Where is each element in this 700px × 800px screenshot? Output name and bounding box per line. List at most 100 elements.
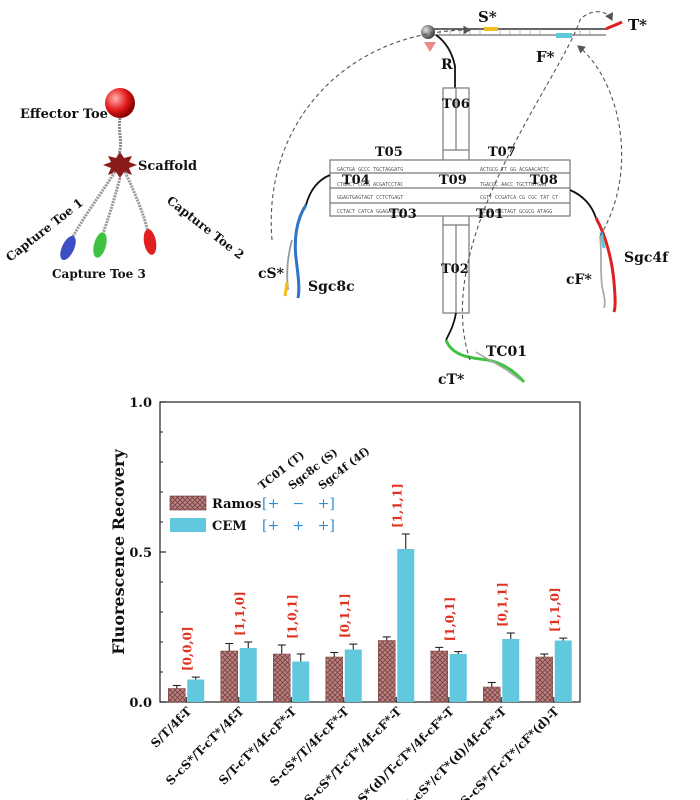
capture-toe-2 [143, 229, 157, 255]
capture-arm-1 [70, 171, 117, 239]
bar-cem [449, 654, 467, 702]
capture-arm-2 [123, 171, 150, 233]
dna-structure: S* T* R F* GACTGA GCCC TGCTAGGATG CTGACT… [258, 8, 669, 388]
y-tick-label: 0.5 [129, 546, 152, 561]
scaffold-label: Scaffold [138, 159, 197, 174]
t07-label: T07 [488, 145, 516, 160]
bar-combination-label: [1,0,1] [443, 597, 457, 642]
bar-combination-label: [0,1,1] [495, 582, 509, 627]
svg-text:GACTGA GCCC TGCTAGGATG: GACTGA GCCC TGCTAGGATG [337, 167, 403, 173]
t09-label: T09 [439, 173, 467, 188]
bar-cem [502, 639, 520, 702]
bar-ramos [273, 653, 291, 703]
bar-ramos [220, 650, 238, 703]
effector-toe-label: Effector Toe [20, 107, 108, 122]
t-star-label: T* [628, 16, 647, 34]
sgc8c-label: Sgc8c [308, 279, 355, 295]
scaffold-schematic: Effector Toe Scaffold Capture Toe 1 Capt… [3, 88, 247, 281]
capture-toe-1-label: Capture Toe 1 [3, 196, 86, 265]
bar-cem [239, 648, 257, 702]
dashed-arrow-t [461, 11, 613, 361]
x-tick-label: S/T/4f-T [148, 704, 194, 750]
fluorophore-triangle [424, 42, 436, 52]
junction-frame [329, 87, 571, 314]
bar-ramos [378, 640, 396, 703]
cs-star-label: cS* [258, 266, 285, 282]
sgc8c-aptamer [293, 204, 308, 299]
x-tick-label: S-cS*/T-cT*/4f-cF*-T [301, 704, 404, 800]
bar-cem [344, 649, 362, 702]
bar-combination-label: [1,1,0] [233, 591, 247, 636]
t01-label: T01 [476, 207, 504, 222]
s-segment [484, 27, 498, 31]
sgc4f-aptamer [594, 217, 617, 313]
sgc8c-linker [305, 174, 331, 206]
sgc4f-label: Sgc4f [624, 250, 669, 266]
capture-toe-2-label: Capture Toe 2 [164, 193, 247, 262]
y-tick-label: 0.0 [129, 696, 152, 711]
r-linker [435, 34, 456, 88]
bar-combination-label: [0,0,0] [180, 626, 194, 671]
t06-label: T06 [442, 97, 470, 112]
t-strand [605, 20, 623, 31]
dashed-arrow-s [270, 25, 472, 241]
ct-star-label: cT* [438, 372, 465, 388]
y-tick-label: 1.0 [129, 396, 152, 411]
capture-arm-3 [100, 177, 122, 237]
bar-ramos [430, 650, 448, 703]
t03-label: T03 [389, 207, 417, 222]
f-segment [556, 33, 572, 38]
bar-ramos [483, 686, 501, 703]
x-axis-labels: S/T/4f-TS-cS*/T-cT*/4f-TS/T-cT*/4f-cF*-T… [148, 697, 562, 800]
scaffold-star [103, 152, 137, 178]
t08-label: T08 [530, 173, 558, 188]
bar-group: [0,0,0] [1,1,0] [1,0,1] [0,1,1] [1,1,1] [1,0,… [168, 483, 572, 703]
legend-label-cem: CEM [212, 519, 247, 534]
tc01-label: TC01 [486, 344, 527, 360]
legend-label-ramos: Ramos [212, 497, 261, 512]
capture-toe-1 [60, 235, 76, 261]
y-axis-label: Fluorescence Recovery [109, 449, 128, 655]
legend-swatch-cem [170, 518, 206, 532]
t04-label: T04 [342, 173, 370, 188]
legend: TC01 (T) Sgc8c (S) Sgc4f (4f) Ramos [+ −… [169, 444, 372, 534]
bar-cem [292, 661, 310, 702]
bar-ramos [168, 688, 186, 703]
svg-text:CCTACT CATCA GGAGACTCA: CCTACT CATCA GGAGACTCA [337, 209, 403, 215]
cs-yellow [283, 281, 289, 297]
bar-ramos [535, 656, 553, 703]
dashed-arrow-f [577, 45, 623, 237]
bar-chart: 0.00.51.0 Fluorescence Recovery [0,0,0][… [109, 396, 581, 800]
svg-text:GGAGTGAGTAGT CCTCTGAGT: GGAGTGAGTAGT CCTCTGAGT [337, 195, 403, 201]
sgc4f-linker [569, 189, 597, 219]
legend-swatch-ramos [169, 495, 207, 511]
cf-cyan [599, 231, 606, 249]
y-axis-ticks: 0.0 0.5 1.0 [129, 396, 166, 711]
cf-strand [599, 235, 606, 309]
ct-strand [475, 351, 521, 381]
legend-pattern-ramos: [+ − +] [262, 496, 335, 512]
bar-cem [187, 679, 205, 702]
bar-combination-label: [0,1,1] [338, 593, 352, 638]
svg-text:ACTGCG TT GG ACGAACACTC: ACTGCG TT GG ACGAACACTC [480, 167, 549, 173]
t05-label: T05 [375, 145, 403, 160]
tc01-linker [445, 312, 457, 341]
x-tick-label: S-cS*/T-cT*/cF*(d)-T [458, 704, 562, 800]
bar-cem [554, 640, 572, 702]
bar-combination-label: [1,0,1] [285, 594, 299, 639]
svg-text:CGTT CCGATCA CG CGC TAT CT: CGTT CCGATCA CG CGC TAT CT [480, 195, 558, 201]
svg-text:CTGACT CGGG ACGATCCTAC: CTGACT CGGG ACGATCCTAC [337, 182, 403, 188]
cf-star-label: cF* [566, 272, 592, 288]
s-star-label: S* [478, 8, 497, 26]
svg-text:GCAA GGCTAGT GCGCG ATAGG: GCAA GGCTAGT GCGCG ATAGG [480, 209, 552, 215]
quencher-ball [421, 25, 435, 39]
effector-toe-ball [105, 88, 135, 118]
capture-toe-3-label: Capture Toe 3 [52, 267, 146, 281]
bar-combination-label: [1,1,1] [390, 483, 404, 528]
r-label: R [441, 57, 453, 73]
bar-combination-label: [1,1,0] [548, 587, 562, 632]
legend-pattern-cem: [+ + +] [262, 518, 335, 534]
capture-toe-3 [93, 232, 107, 258]
bar-cem [397, 549, 415, 702]
